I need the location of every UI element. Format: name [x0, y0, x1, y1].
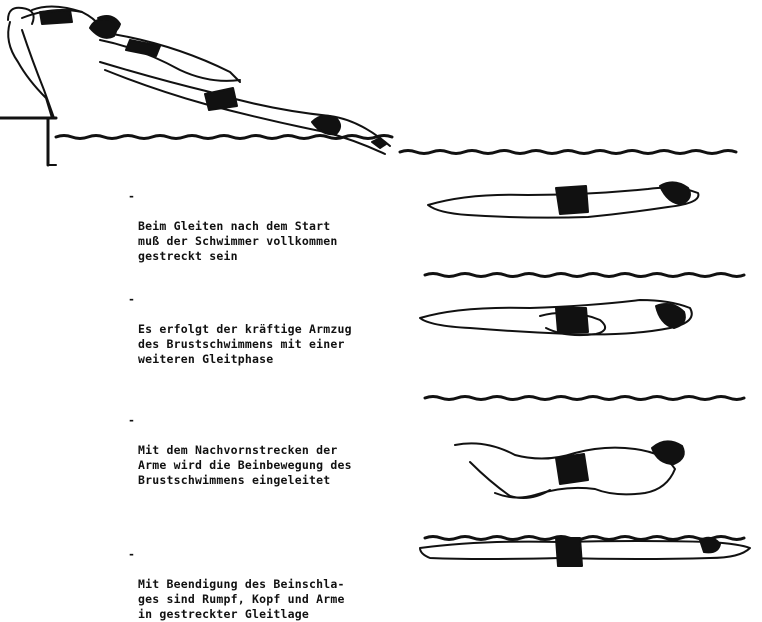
water-surface-top	[56, 136, 736, 154]
step-text: Beim Gleiten nach dem Start muß der Schw…	[138, 219, 337, 263]
swimmer-leg-recovery	[455, 441, 684, 498]
step-bullet: -	[128, 413, 135, 428]
step-final-glide: - Mit Beendigung des Beinschla- ges sind…	[138, 547, 408, 622]
step-bullet: -	[128, 189, 135, 204]
water-line-4	[425, 537, 744, 540]
swimmer-final-glide	[420, 538, 750, 566]
step-arm-pull: - Es erfolgt der kräftige Armzug des Bru…	[138, 292, 408, 367]
water-line-3	[425, 397, 744, 400]
step-text: Mit dem Nachvornstrecken der Arme wird d…	[138, 443, 352, 487]
step-leg-movement: - Mit dem Nachvornstrecken der Arme wird…	[138, 413, 408, 488]
step-glide-after-start: - Beim Gleiten nach dem Start muß der Sc…	[138, 189, 408, 264]
water-line-2	[425, 274, 744, 277]
step-text: Es erfolgt der kräftige Armzug des Brust…	[138, 322, 352, 366]
step-bullet: -	[128, 292, 135, 307]
starting-block	[0, 118, 56, 165]
swimmer-arm-pull	[420, 300, 692, 335]
diver-entering-water	[100, 62, 390, 154]
swimmer-glide	[428, 182, 698, 217]
step-bullet: -	[128, 547, 135, 562]
step-text: Mit Beendigung des Beinschla- ges sind R…	[138, 577, 345, 621]
